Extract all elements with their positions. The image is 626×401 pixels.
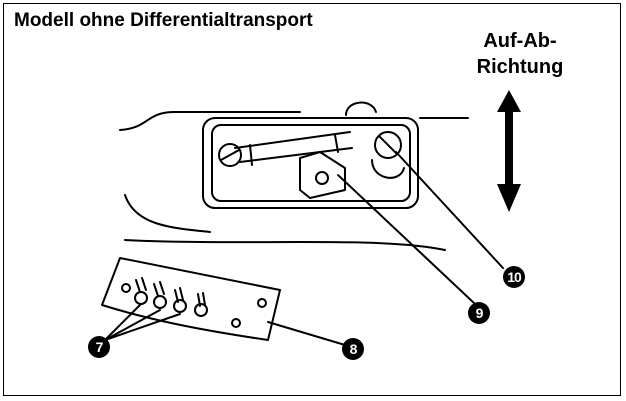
center-block-screw — [315, 171, 329, 185]
plate-screw-2 — [153, 281, 165, 297]
plate-screw-3-head — [173, 299, 187, 313]
machine-bed-top-curve — [119, 111, 301, 131]
plate-screw-1-head — [134, 291, 148, 305]
leader-line-10 — [395, 151, 504, 269]
machine-bed-bottom-edge — [124, 239, 446, 251]
leader-line-7c — [104, 313, 181, 341]
callout-10: 10 — [503, 266, 525, 288]
plate-recess-inner — [211, 124, 411, 202]
diagram-frame — [3, 3, 621, 396]
arrow-head-up — [497, 90, 521, 112]
feed-bar-lower — [239, 147, 353, 163]
needle-plate-hole-3 — [231, 318, 241, 328]
needle-arc — [345, 101, 377, 116]
direction-label-line2: Richtung — [476, 56, 564, 78]
callout-9: 9 — [468, 302, 490, 324]
diagram-title: Modell ohne Differentialtransport — [14, 10, 313, 31]
leader-line-7a — [104, 304, 141, 341]
up-down-arrow — [497, 90, 521, 212]
direction-label: Auf-Ab- Richtung — [460, 28, 580, 80]
plate-screw-2-head — [153, 295, 167, 309]
feed-bar-left-end — [249, 144, 253, 166]
left-screw — [218, 143, 242, 167]
callout-8: 8 — [342, 338, 364, 360]
plate-recess-outer — [202, 117, 419, 209]
center-block — [299, 151, 346, 199]
feed-bar-upper — [234, 131, 351, 149]
machine-bed-lower-curve — [124, 194, 211, 233]
leader-line-8 — [267, 321, 346, 346]
direction-label-line1: Auf-Ab- — [483, 30, 557, 52]
needle-plate — [101, 257, 281, 341]
right-screw — [374, 131, 402, 159]
needle-plate-hole-2 — [257, 298, 267, 308]
plate-screw-1 — [135, 277, 147, 293]
plate-screw-4-head — [194, 303, 208, 317]
right-screw-housing — [371, 159, 405, 179]
needle-plate-hole-1 — [121, 283, 131, 293]
left-screw-slot — [220, 149, 240, 161]
right-screw-slot — [379, 136, 397, 154]
feed-bar-right-end — [334, 134, 339, 153]
leader-line-9 — [337, 174, 475, 304]
callout-7: 7 — [88, 336, 110, 358]
arrow-head-down — [497, 184, 521, 212]
leader-line-7b — [104, 309, 161, 341]
